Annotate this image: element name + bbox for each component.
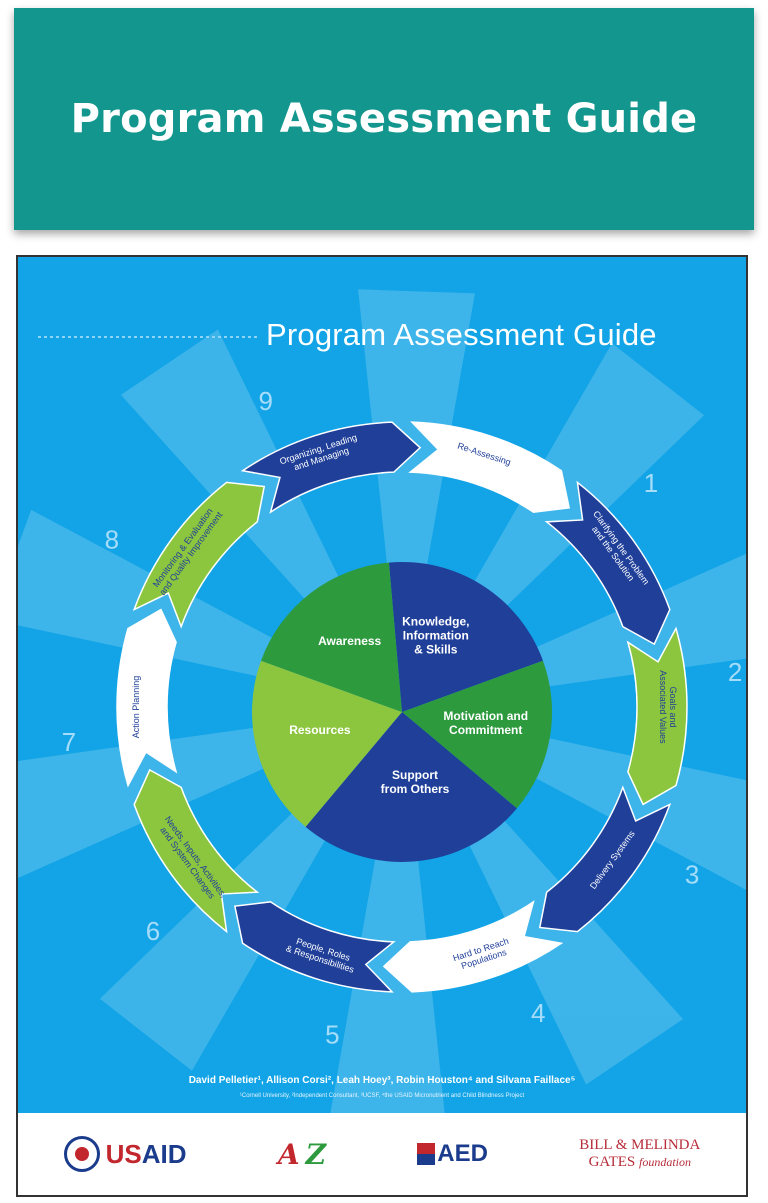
step-number: 6 [146,916,160,946]
cycle-step-8: Monitoring & Evaluationand Quality Impro… [105,481,266,629]
header-banner: Program Assessment Guide [14,8,754,230]
cover-diagram: Clarifying the Problemand the Solution1G… [18,289,746,1125]
step-number: 5 [325,1020,339,1050]
usaid-seal-icon [63,1136,100,1172]
pie-slice: Knowledge,Information& Skills [388,562,543,712]
step-number: 4 [531,998,545,1028]
cover-title: Program Assessment Guide [266,317,657,352]
step-number: 9 [259,386,273,416]
usaid-logo: USAID [63,1136,187,1172]
pie-slice-label: Resources [289,723,351,737]
cycle-step-2: Goals andAssociated Values 2 [626,626,742,806]
step-number: 2 [728,657,742,687]
cover-affiliations: ¹Cornell University, ²Independent Consul… [239,1093,525,1099]
gates-foundation-logo: BILL & MELINDA GATES foundation [579,1136,701,1170]
cycle-step-label: Goals andAssociated Values [658,670,678,744]
step-number: 8 [105,525,119,555]
aed-logo: AED [417,1140,488,1168]
aed-mark-icon [417,1143,436,1165]
cycle-step-label: Action Planning [131,676,141,739]
pie-slice-label: Awareness [318,634,381,648]
step-number: 1 [644,468,658,498]
pie-slice: Resources [251,660,402,827]
cover-authors: David Pelletier¹, Allison Corsi², Leah H… [188,1075,576,1086]
cycle-step-reassessing: Re-Assessing [408,421,571,513]
step-number: 3 [685,860,699,890]
pie-slice-label: Knowledge,Information& Skills [402,614,469,656]
banner-title: Program Assessment Guide [70,96,698,142]
cycle-step-7: Action Planning 7 [62,608,178,788]
step-number: 7 [62,727,76,757]
pie-slice: Awareness [261,562,402,712]
